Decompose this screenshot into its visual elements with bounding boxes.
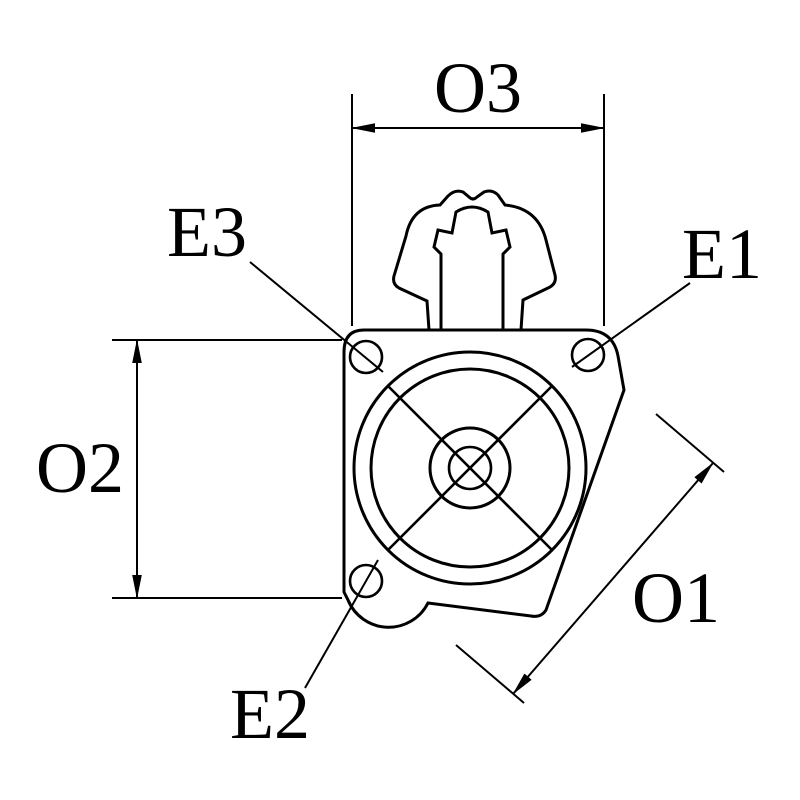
o1-dimension-line [512, 462, 714, 695]
housing-boss-outer-contour [392, 189, 557, 331]
o1-extension-line-top [655, 413, 725, 473]
e1-leader-line [571, 282, 691, 368]
e2-leader-line [304, 559, 379, 689]
callout-label-e2: E2 [230, 674, 310, 754]
bolt-hole-top-right [570, 337, 606, 373]
shaft-bore-circle [447, 445, 493, 491]
e3-leader-line [249, 261, 384, 373]
callout-label-e3: E3 [167, 192, 247, 272]
shaft-hub-circle [428, 426, 512, 510]
callout-label-e1: E1 [682, 214, 762, 294]
dimension-label-o3: O3 [434, 48, 522, 128]
housing-boss-inner-contour [432, 205, 512, 330]
dimension-label-o2: O2 [36, 428, 124, 508]
bolt-hole-top-left [348, 339, 384, 375]
dimension-label-o1: O1 [632, 558, 720, 638]
bolt-hole-bottom-left [348, 563, 384, 599]
center-cross-line-bltr [387, 385, 553, 551]
